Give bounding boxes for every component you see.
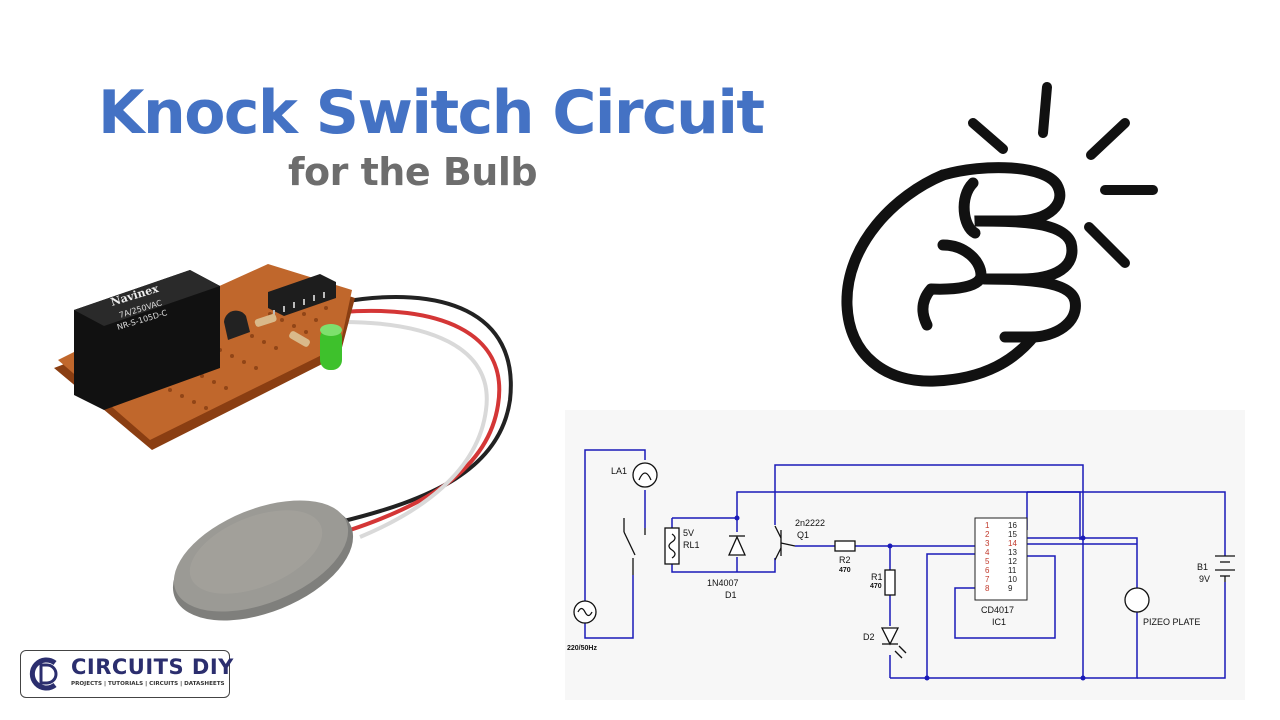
wire <box>1027 537 1138 588</box>
label-diode: D1 <box>725 590 737 600</box>
relay-switch-contact <box>623 531 636 556</box>
diode-d1 <box>727 535 747 556</box>
relay-component: Navinex 7A/250VAC NR-S-105D-C <box>74 270 220 410</box>
label-ic: IC1 <box>992 617 1006 627</box>
ic-pins-left: 1 2 3 4 5 6 7 8 <box>985 521 990 593</box>
red-wire <box>341 308 502 532</box>
junction-dot <box>887 543 893 549</box>
finger <box>969 215 1078 285</box>
ic-chip <box>268 274 336 316</box>
label-r1-value: 470 <box>870 583 882 590</box>
black-wire <box>339 295 513 524</box>
svg-text:7: 7 <box>985 575 990 584</box>
svg-text:3: 3 <box>985 539 990 548</box>
knuckle <box>958 177 981 239</box>
wire <box>584 449 646 602</box>
resistor-r2 <box>834 540 856 552</box>
label-led: D2 <box>863 632 875 642</box>
label-relay: RL1 <box>683 540 700 550</box>
svg-text:14: 14 <box>1008 539 1017 548</box>
circuits-diy-logo[interactable]: CIRCUITS DIY PROJECTS | TUTORIALS | CIRC… <box>20 650 233 698</box>
svg-text:15: 15 <box>1008 530 1017 539</box>
svg-text:13: 13 <box>1008 548 1017 557</box>
circuit-board-photo: Navinex 7A/250VAC NR-S-105D-C <box>54 264 513 621</box>
relay-coil <box>664 527 680 565</box>
led-d2 <box>880 627 900 646</box>
wire <box>584 575 634 639</box>
resistor-component <box>254 313 277 327</box>
transistor-component <box>224 310 250 340</box>
wire <box>774 464 1084 679</box>
svg-text:6: 6 <box>985 566 990 575</box>
svg-text:2: 2 <box>985 530 990 539</box>
label-transistor-part: 2n2222 <box>795 518 825 528</box>
thumb <box>917 239 987 331</box>
label-r1: R1 <box>871 572 883 582</box>
label-battery-voltage: 9V <box>1199 574 1210 584</box>
svg-text:9: 9 <box>1008 584 1013 593</box>
impact-line <box>1086 118 1130 160</box>
relay-coil-winding <box>668 533 676 559</box>
impact-line <box>1038 82 1052 138</box>
label-diode-part: 1N4007 <box>707 578 739 588</box>
lamp-symbol <box>632 462 658 488</box>
resistor-component <box>289 331 310 347</box>
wire <box>1137 582 1226 679</box>
svg-text:10: 10 <box>1008 575 1017 584</box>
wire <box>926 553 975 558</box>
page-subtitle: for the Bulb <box>288 150 538 194</box>
logo-tagline: PROJECTS | TUTORIALS | CIRCUITS | DATASH… <box>71 681 225 687</box>
impact-line <box>1084 222 1130 268</box>
svg-text:8: 8 <box>985 584 990 593</box>
lamp-filament <box>638 472 652 481</box>
page-title: Knock Switch Circuit <box>98 78 765 148</box>
impact-line <box>968 118 1008 154</box>
fist-knock-icon <box>841 82 1158 387</box>
resistor-r1 <box>884 569 896 596</box>
label-ac-source: 220/50Hz <box>567 645 597 652</box>
junction-dot <box>734 515 740 521</box>
piezo-symbol <box>1124 587 1150 613</box>
label-r2: R2 <box>839 555 851 565</box>
ic-cd4017 <box>974 517 1028 601</box>
finger <box>979 273 1081 343</box>
label-lamp: LA1 <box>611 466 627 476</box>
wire <box>954 555 1056 639</box>
svg-text:1: 1 <box>985 521 990 530</box>
circuit-schematic: 1 2 3 4 5 6 7 8 16 15 14 13 12 11 10 9 L… <box>565 410 1245 700</box>
green-led <box>320 324 342 370</box>
svg-text:11: 11 <box>1008 566 1017 575</box>
label-r2-value: 470 <box>839 567 851 574</box>
wire <box>672 491 1081 540</box>
ic-pins-right: 16 15 14 13 12 11 10 9 <box>1008 521 1017 593</box>
junction-dot <box>1080 535 1086 541</box>
label-ic-part: CD4017 <box>981 605 1014 615</box>
wire <box>1027 491 1226 556</box>
label-relay-voltage: 5V <box>683 528 694 538</box>
svg-text:5: 5 <box>985 557 990 566</box>
svg-text:12: 12 <box>1008 557 1017 566</box>
logo-brand: CIRCUITS DIY <box>71 655 234 679</box>
svg-text:16: 16 <box>1008 521 1017 530</box>
svg-text:4: 4 <box>985 548 990 557</box>
logo-cd-icon <box>29 657 58 691</box>
label-battery: B1 <box>1197 562 1208 572</box>
piezo-disc <box>172 500 354 621</box>
white-wire <box>341 320 489 539</box>
junction-dot <box>924 675 930 681</box>
label-piezo: PIZEO PLATE <box>1143 617 1200 627</box>
label-transistor: Q1 <box>797 530 809 540</box>
junction-dot <box>1080 675 1086 681</box>
